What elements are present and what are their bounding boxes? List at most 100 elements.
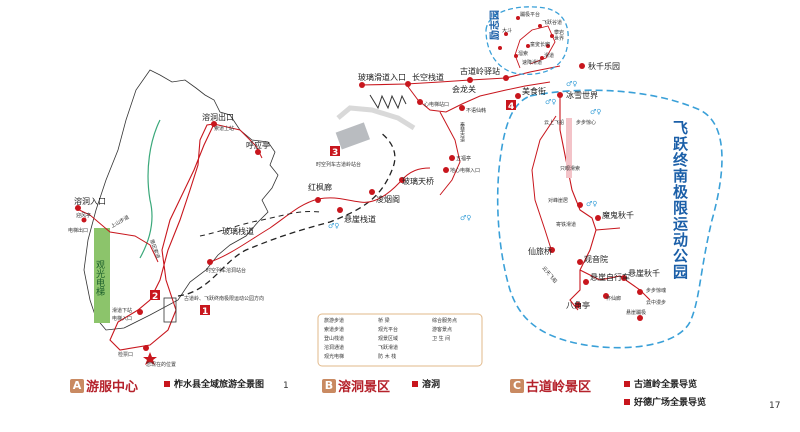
sightseeing-elevator (94, 228, 110, 323)
poi-xuanya[interactable] (337, 207, 343, 213)
poi-xuanya-qq[interactable] (621, 275, 627, 281)
route-up-left (74, 207, 159, 263)
poi-xianlv[interactable] (549, 247, 555, 253)
poi-buyuxian[interactable] (459, 105, 465, 111)
poi-huying[interactable] (255, 149, 261, 155)
legend-entry (432, 353, 480, 362)
label-boli-tianqiao: 玻璃天桥 (402, 176, 434, 186)
zone-c-item2[interactable]: 好德广场全景导览 (624, 395, 706, 408)
poi-rongdong-entry[interactable] (75, 205, 81, 211)
poi-bengji[interactable] (637, 315, 643, 321)
poi-meishi[interactable] (515, 93, 521, 99)
label-xuanya-qq: 悬崖秋千 (628, 268, 660, 278)
poi-suodao-down[interactable] (137, 309, 143, 315)
legend-row: 索道步道观光平台游客景点 (324, 326, 480, 335)
legend-row: 观光电梯 防 木 栈 (324, 353, 480, 362)
label-xuanya-zhandao: 悬崖栈道 (344, 214, 376, 224)
legend-entry: 索道步道 (324, 327, 345, 333)
label-xianlv: 仙旅桥 (528, 246, 552, 256)
poi-wufu[interactable] (449, 155, 455, 161)
label-hongfeng: 红枫廊 (308, 182, 332, 192)
legend-rows: 旅游步道桥 梁综合服务点索道步道观光平台游客景点登山栈道观景区域卫 生 间溶洞通… (324, 317, 480, 362)
poi-dixin[interactable] (443, 167, 449, 173)
poi-boli-huadao[interactable] (359, 82, 365, 88)
legend-box (317, 313, 483, 367)
label-qiuqian: 秋千乐园 (588, 61, 620, 71)
legend-entry: 游客景点 (432, 327, 453, 333)
station-box (163, 297, 177, 323)
label-meishi: 美食街 (522, 86, 546, 96)
label-qinchuan: 秦楚古道 (459, 121, 465, 143)
poi-mogui[interactable] (595, 215, 601, 221)
svg-text:♂♀: ♂♀ (590, 108, 601, 116)
green-walkway (139, 119, 161, 259)
poi-qiuqian[interactable] (579, 63, 585, 69)
route-park2 (531, 115, 557, 253)
label-bingxue: 冰雪世界 (566, 90, 598, 100)
svg-text:3: 3 (332, 148, 338, 158)
poi-rongdong-exit[interactable] (211, 121, 217, 127)
label-suodao-down: 滑道下站 (112, 307, 132, 314)
zone-c-item1[interactable]: 古道岭全景导览 (624, 377, 697, 390)
legend-entry: 防 木 栈 (378, 354, 397, 360)
lizhi-dots (498, 16, 554, 60)
label-yunzhong: 云中漫步 (646, 299, 666, 306)
zone-a-item[interactable]: 柞水县全域旅游全景图 (164, 377, 264, 390)
legend-row: 登山栈道观景区域卫 生 间 (324, 335, 480, 344)
label-dianti-entry: 电梯入口 (112, 315, 132, 322)
svg-text:♂♀: ♂♀ (545, 98, 556, 106)
svg-text:速降滑道: 速降滑道 (522, 59, 542, 66)
poi-boli-tianqiao[interactable] (399, 177, 405, 183)
zone-a-title: A 游服中心 (70, 375, 138, 396)
poi-station-center[interactable] (207, 259, 213, 265)
you-are-here-star (143, 352, 157, 365)
zigzag-slide (369, 94, 407, 110)
poi-yingfeng[interactable] (81, 217, 87, 223)
svg-text:♂♀: ♂♀ (328, 222, 339, 230)
poi-gudaoling[interactable] (503, 75, 509, 81)
svg-text:滑道: 滑道 (544, 52, 554, 59)
label-xiaoxin: 心电梯站口 (424, 101, 449, 108)
label-duifeng: 对峰崖居 (548, 197, 568, 204)
zone-b-item[interactable]: 溶洞 (412, 377, 440, 390)
poi-xiaoxin[interactable] (417, 99, 423, 105)
label-suodao: 景区索道 (148, 238, 161, 259)
legend-entry: 观光电梯 (324, 354, 345, 360)
label-boli-zhandao: 玻璃栈道 (222, 226, 254, 236)
poi-zixingche[interactable] (583, 279, 589, 285)
poi-bubujing2[interactable] (637, 289, 643, 295)
poi-hongfeng[interactable] (315, 197, 321, 203)
svg-text:飞跃谷道: 飞跃谷道 (542, 19, 562, 26)
label-bubujing2: 步步惊魂 (646, 287, 666, 294)
label-mogui: 魔鬼秋千 (602, 210, 634, 220)
route-qinchuan (439, 111, 461, 196)
label-jianpiao: 检票口 (118, 351, 133, 358)
poi-guanyin[interactable] (577, 259, 583, 265)
legend-entry: 综合服务点 (432, 318, 458, 324)
zone-c-letter: C (510, 378, 524, 393)
label-bengji: 悬崖蹦极 (626, 309, 646, 316)
poi-jianpiao[interactable] (143, 345, 149, 351)
label-rongdong-station: 时空列车溶洞站台 (206, 267, 246, 274)
poi-bingxue[interactable] (557, 92, 563, 98)
space-train-dash (177, 131, 396, 297)
label-shikong-station: 时空列车古道岭站台 (316, 161, 361, 168)
elevator-label: 观光电梯 (94, 260, 105, 297)
label-dianti-exit: 电梯出口 (68, 227, 88, 234)
svg-text:童叟长廊: 童叟长廊 (530, 41, 550, 48)
legend-entry: 旅游步道 (324, 318, 345, 324)
zone-b-name: 溶洞景区 (338, 380, 391, 395)
feiyue-park-boundary (496, 89, 723, 349)
zone-a-name: 游服中心 (86, 380, 139, 395)
poi-huilongguan[interactable] (467, 77, 473, 83)
poi-lingyan[interactable] (369, 189, 375, 195)
svg-text:1: 1 (202, 307, 208, 317)
label-rongdong-entry: 溶洞入口 (74, 196, 106, 206)
poi-changkong[interactable] (405, 81, 411, 87)
terrain-outline (83, 69, 279, 331)
label-dixin: 地心电梯入口 (450, 167, 480, 174)
poi-huaixian[interactable] (603, 293, 609, 299)
poi-duifeng[interactable] (577, 202, 583, 208)
poi-baxian[interactable] (575, 302, 581, 308)
